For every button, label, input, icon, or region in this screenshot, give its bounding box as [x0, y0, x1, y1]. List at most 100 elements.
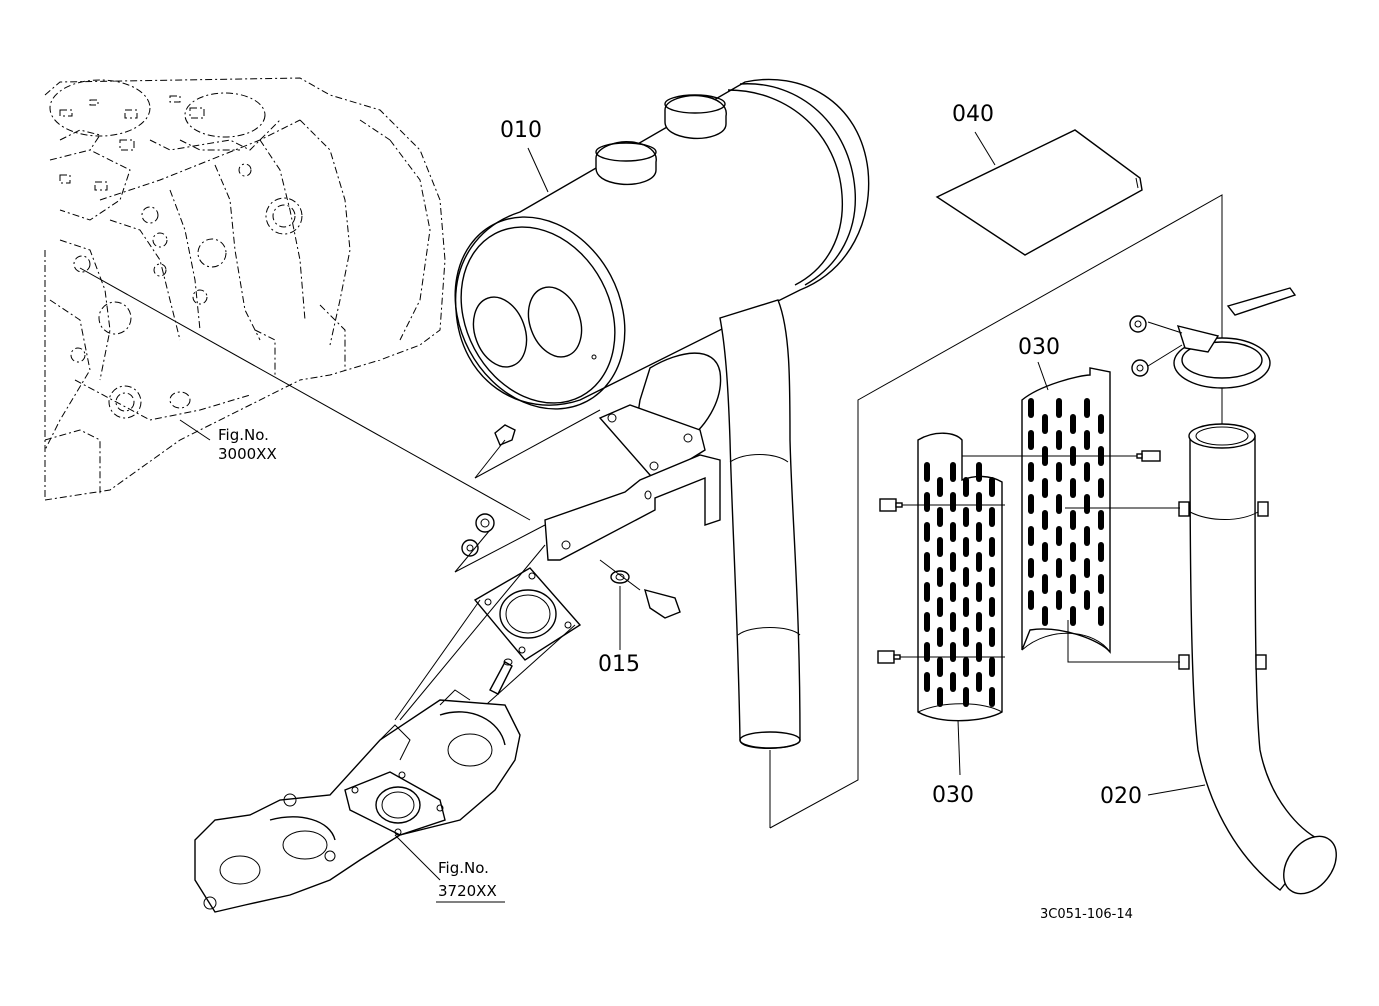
perforation-slot: [937, 477, 943, 497]
perforation-slot: [1098, 606, 1104, 626]
perforation-slot: [1084, 462, 1090, 482]
perforation-slot: [1042, 606, 1048, 626]
perforation-slot: [963, 477, 969, 497]
manifold-fig-label-line2: 3720XX: [438, 882, 497, 900]
perforation-slot: [924, 462, 930, 482]
perforation-slot: [976, 552, 982, 572]
perforation-slot: [1028, 558, 1034, 578]
perforation-slot: [989, 507, 995, 527]
bracket-bolt: [599, 559, 681, 619]
perforation-slot: [937, 567, 943, 587]
engine-fig-label-line1: Fig.No.: [218, 426, 269, 444]
perforation-slot: [924, 642, 930, 662]
perforation-slot: [1028, 494, 1034, 514]
perforation-slot: [1042, 414, 1048, 434]
perforation-slot: [976, 582, 982, 602]
perforation-slot: [1098, 414, 1104, 434]
perforation-slot: [976, 462, 982, 482]
cover-screws: [877, 450, 1161, 664]
callout-030-upper: 030: [1018, 335, 1060, 360]
perforation-slot: [989, 687, 995, 707]
perforation-slot: [937, 507, 943, 527]
perforation-slot: [950, 522, 956, 542]
callout-010: 010: [500, 118, 542, 143]
callout-030-lower: 030: [932, 783, 974, 808]
nuts-pair: [454, 513, 546, 573]
perforation-slot: [1098, 574, 1104, 594]
perforation-slot: [924, 552, 930, 572]
perforation-slot: [937, 687, 943, 707]
heat-cover-upper: [1021, 367, 1111, 654]
kit-grouping-line: [769, 194, 1223, 829]
engine-block-outline: [44, 77, 446, 501]
perforation-slot: [1056, 430, 1062, 450]
perforation-slot: [989, 597, 995, 617]
perforation-slot: [976, 612, 982, 632]
perforation-slot: [1028, 590, 1034, 610]
perforation-slot: [963, 657, 969, 677]
gasket-sheet: [935, 129, 1143, 256]
perforation-slot: [989, 477, 995, 497]
perforation-slot: [1056, 558, 1062, 578]
perforation-slot: [937, 597, 943, 617]
perforation-slot: [950, 612, 956, 632]
mounting-bracket: [544, 454, 721, 561]
perforation-slot: [1084, 494, 1090, 514]
perforation-slot: [1042, 478, 1048, 498]
perforation-slot: [950, 552, 956, 572]
engine-fig-label-line2: 3000XX: [218, 445, 277, 463]
perforation-slot: [924, 522, 930, 542]
flange-gasket: [473, 567, 582, 661]
perforation-slot: [1028, 462, 1034, 482]
perforation-slot: [1084, 398, 1090, 418]
perforation-slot: [1084, 558, 1090, 578]
perforation-slot: [1098, 478, 1104, 498]
perforation-slot: [1042, 542, 1048, 562]
perforation-slot: [989, 627, 995, 647]
perforation-slot: [989, 567, 995, 587]
perforation-slot: [963, 537, 969, 557]
perforation-slot: [1028, 398, 1034, 418]
perforation-slot: [989, 537, 995, 557]
muffler-flange: [598, 404, 706, 479]
perforation-slot: [924, 492, 930, 512]
callout-015: 015: [598, 652, 640, 677]
perforation-slot: [1042, 510, 1048, 530]
perforation-slot: [1070, 606, 1076, 626]
perforation-slot: [963, 627, 969, 647]
pipe-clamp: [1129, 287, 1297, 389]
small-bolt-top: [474, 409, 601, 479]
perforation-slot: [1056, 398, 1062, 418]
callout-040: 040: [952, 102, 994, 127]
perforation-slot: [1056, 526, 1062, 546]
drawing-code: 3C051-106-14: [1040, 907, 1133, 922]
perforation-slot: [963, 507, 969, 527]
perforation-slot: [1070, 574, 1076, 594]
perforation-slot: [976, 522, 982, 542]
muffler: [454, 78, 870, 410]
muffler-outlet-pipe: [719, 299, 801, 828]
perforation-slot: [950, 492, 956, 512]
perforation-slot: [963, 567, 969, 587]
tail-pipe: [1178, 423, 1337, 895]
perforation-slot: [1056, 590, 1062, 610]
perforation-slot: [1084, 430, 1090, 450]
perforation-slot: [1056, 462, 1062, 482]
perforation-slot: [989, 657, 995, 677]
perforation-slot: [950, 642, 956, 662]
perforation-slot: [924, 612, 930, 632]
perforation-slot: [1098, 542, 1104, 562]
perforation-slot: [1084, 590, 1090, 610]
perforation-slot: [1070, 542, 1076, 562]
perforation-slot: [976, 642, 982, 662]
perforation-slot: [924, 672, 930, 692]
perforation-slot: [924, 582, 930, 602]
perforation-slot: [1042, 574, 1048, 594]
perforation-slot: [1070, 414, 1076, 434]
perforation-slot: [1084, 526, 1090, 546]
perforation-slot: [1028, 526, 1034, 546]
stud-bolt: [489, 658, 513, 695]
exhaust-manifold: [194, 689, 521, 913]
manifold-fig-label-line1: Fig.No.: [438, 859, 489, 877]
perforation-slot: [950, 462, 956, 482]
